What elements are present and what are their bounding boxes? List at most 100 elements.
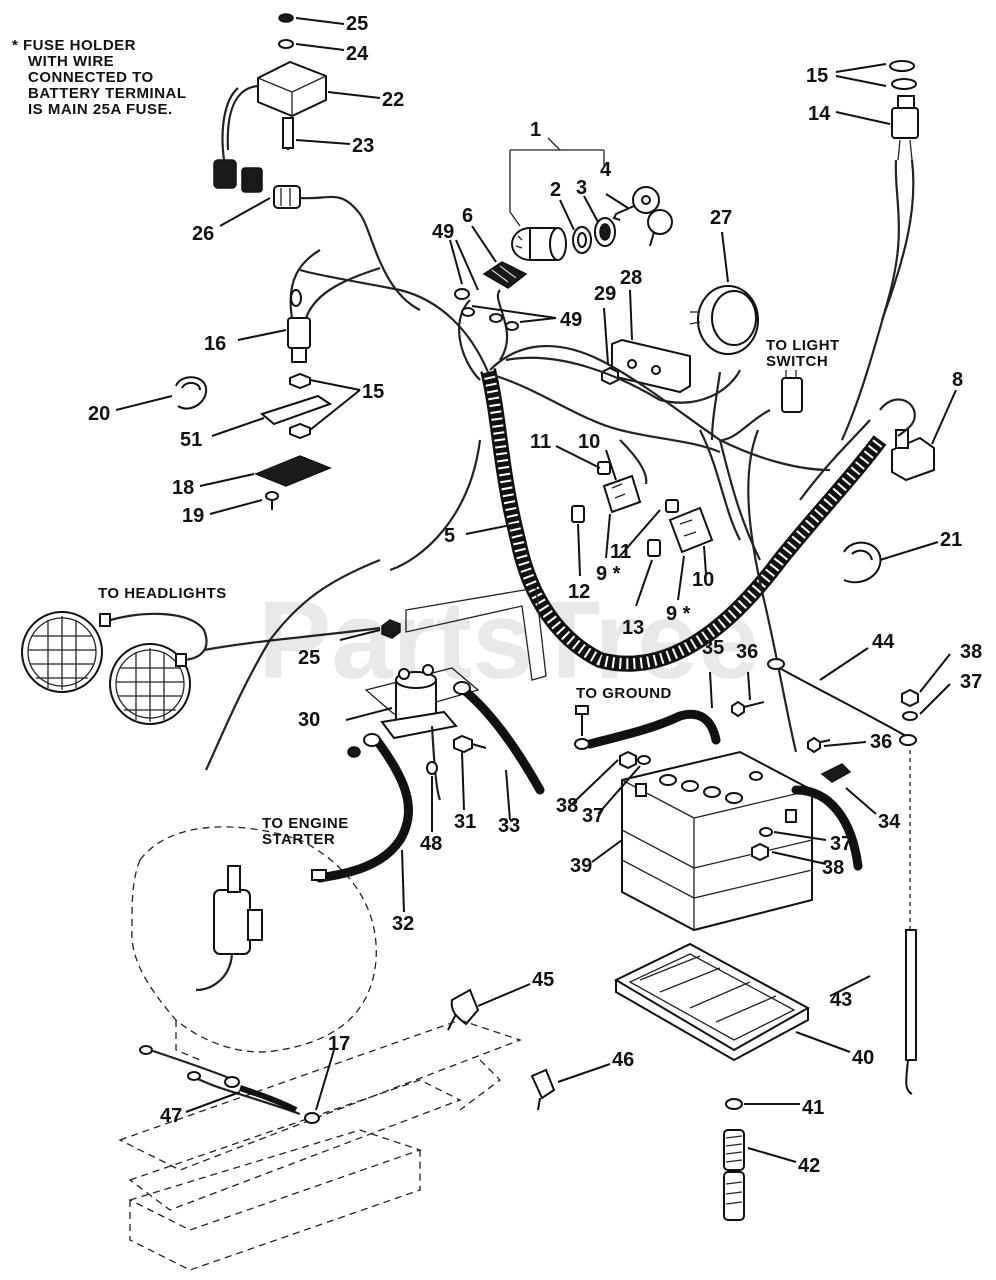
light-switch-connector [721,370,803,442]
callout-3: 3 [576,177,587,199]
callout-5: 5 [444,525,455,547]
battery-cable-34 [791,763,863,871]
seat-switch-8 [799,398,935,501]
tray-40 [613,942,811,1062]
to-engine-starter-line-1: TO ENGINE [262,815,349,832]
callout-43: 43 [830,989,852,1011]
callout-26: 26 [192,223,214,245]
callout-48: 48 [420,833,442,855]
callout-28: 28 [620,267,642,289]
ignition-coil [195,865,263,992]
fuse-holder-10-top [602,474,642,514]
bolt-31 [453,734,487,754]
callout-25-lower: 25 [298,647,320,669]
to-light-switch-line-2: SWITCH [766,353,828,370]
callout-33: 33 [498,815,520,837]
to-ground-label: TO GROUND [576,685,672,702]
solenoid-30 [380,664,458,740]
callout-39: 39 [570,855,592,877]
clip-45 [447,988,480,1031]
callout-29: 29 [594,283,616,305]
callout-46: 46 [612,1049,634,1071]
engine-outline [131,826,377,1061]
callout-41: 41 [802,1097,824,1119]
spacer-42 [723,1129,745,1221]
callout-arrows [115,17,957,1163]
battery-39 [621,750,813,932]
terminal-49-a [454,288,470,300]
note-line-2: WITH WIRE [28,53,114,70]
fuse-holder-10-bottom [668,506,714,554]
clip-20 [175,376,208,410]
callout-2: 2 [550,179,561,201]
note-line-1: * FUSE HOLDER [12,37,136,54]
fuse-11-mid [665,499,679,513]
switch-14 [840,60,919,441]
nut-25-lower [381,619,401,639]
switch-16 [287,249,381,363]
cable-32 [311,733,413,883]
callout-6: 6 [462,205,473,227]
bolt-ground [575,705,589,736]
callout-51: 51 [180,429,202,451]
callout-9-bottom: 9 * [666,603,691,625]
bracket-28 [611,338,691,394]
callout-36-top: 36 [736,641,758,663]
nut-38-37-rod [901,688,919,721]
callout-20: 20 [88,403,110,425]
callout-38-rod: 38 [960,641,982,663]
destination-labels: TO LIGHT SWITCH TO HEADLIGHTS TO GROUND … [98,337,840,848]
callout-22: 22 [382,89,404,111]
callout-10-top: 10 [578,431,600,453]
headlight-wiring [99,612,381,667]
wire-harness-5 [205,268,887,771]
frame [118,1019,522,1271]
callout-15-top: 15 [806,65,828,87]
clip-46 [530,1068,556,1111]
fuse-holder-note: * FUSE HOLDER WITH WIRE CONNECTED TO BAT… [12,37,187,118]
callout-49-a: 49 [432,221,454,243]
callout-21: 21 [940,529,962,551]
callout-11-top: 11 [530,431,551,453]
washer-41 [725,1098,743,1110]
callout-10-bottom: 10 [692,569,714,591]
terminal-49-b [461,307,519,331]
callout-9-top: 9 * [596,563,621,585]
callout-32: 32 [392,913,414,935]
clip-21 [843,541,882,584]
callout-15-mid: 15 [362,381,384,403]
fuse-block-6 [482,261,528,289]
pad-18 [254,455,332,487]
ground-cable-35 [574,709,721,750]
to-light-switch-line-1: TO LIGHT [766,337,840,354]
cable-33 [453,681,545,795]
callout-35: 35 [702,637,724,659]
callout-38-left: 38 [556,795,578,817]
note-line-4: BATTERY TERMINAL [28,85,187,102]
callout-34: 34 [878,811,901,833]
ignition-switch [511,217,616,261]
callout-24: 24 [346,43,369,65]
fuse-12 [571,505,585,523]
callout-44: 44 [872,631,895,653]
callout-25-top: 25 [346,13,368,35]
callout-27: 27 [710,207,732,229]
callout-36-right: 36 [870,731,892,753]
fuse-holder-22 [213,13,327,193]
callout-labels: 25 24 22 23 26 1 2 3 4 27 15 14 6 49 49 … [88,13,982,1177]
bolt-36-a [731,700,765,718]
callout-31: 31 [454,811,476,833]
wire-48 [426,725,442,801]
callout-40: 40 [852,1047,874,1069]
callout-19: 19 [182,505,204,527]
note-line-5: IS MAIN 25A FUSE. [28,101,173,118]
hold-down-rod-43 [905,750,917,1095]
callout-45: 45 [532,969,554,991]
callout-12: 12 [568,581,590,603]
plate-51 [259,372,333,440]
to-headlights-label: TO HEADLIGHTS [98,585,227,602]
to-engine-starter-line-2: STARTER [262,831,335,848]
callout-11-mid: 11 [610,541,631,563]
callout-16: 16 [204,333,226,355]
callout-1: 1 [530,119,541,141]
